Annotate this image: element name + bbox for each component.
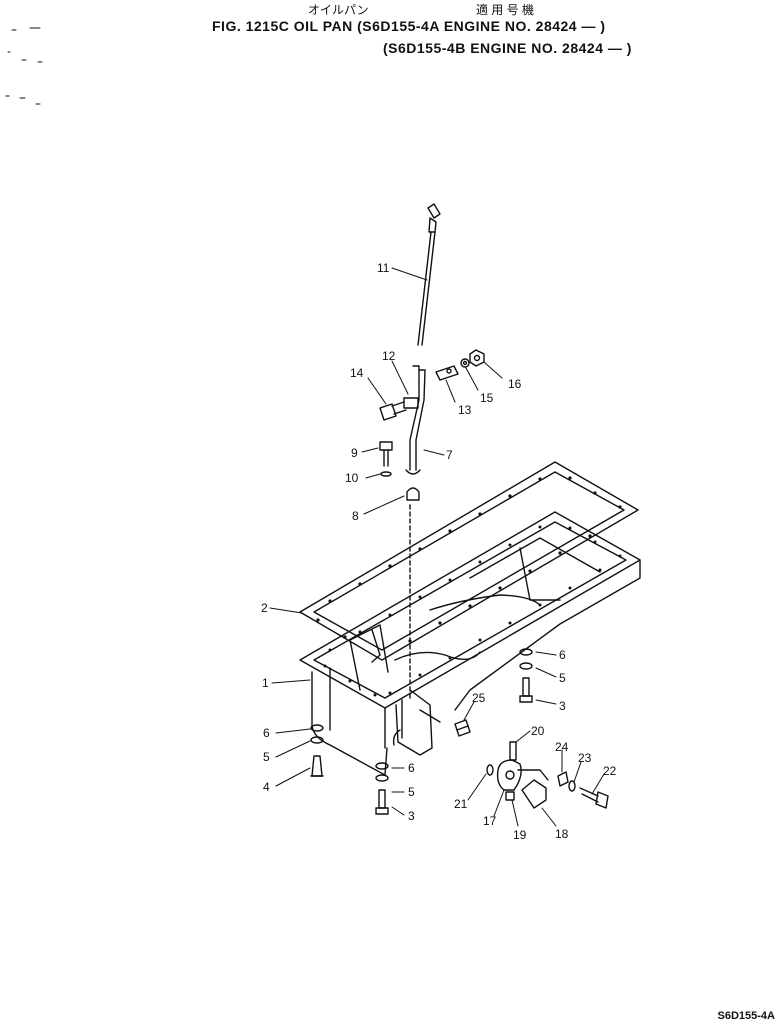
bolt-4 (310, 755, 324, 777)
washer-23 (568, 780, 576, 792)
washer-6-lower (375, 762, 389, 770)
bolt-3-lower (375, 789, 389, 815)
callout-11: 11 (377, 261, 390, 275)
washer (460, 358, 470, 368)
callout-3-right: 3 (559, 699, 566, 713)
callout-21: 21 (454, 797, 468, 811)
washer-6-left (310, 724, 324, 732)
plug-19 (505, 791, 515, 801)
callout-6-left: 6 (263, 726, 270, 740)
callout-3-lower: 3 (408, 809, 415, 823)
callout-14: 14 (350, 366, 364, 380)
callout-22: 22 (603, 764, 617, 778)
japanese-applicable-label: 適 用 号 機 (476, 3, 535, 17)
callout-1: 1 (262, 676, 269, 690)
oil-pan-gasket (299, 461, 639, 661)
nut (469, 349, 485, 367)
part-callouts: 11 12 14 13 15 16 9 10 7 8 2 1 6 5 4 6 5… (261, 261, 617, 842)
callout-6-lower: 6 (408, 761, 415, 775)
callout-12: 12 (382, 349, 396, 363)
washer-5-lower (375, 774, 389, 782)
plug-25 (454, 719, 471, 737)
callout-15: 15 (480, 391, 494, 405)
guide-tube (403, 365, 426, 501)
figure-title: FIG. 1215C OIL PAN (S6D155-4A ENGINE NO.… (212, 18, 606, 34)
leader-lines (269, 267, 605, 827)
callout-2: 2 (261, 601, 268, 615)
o-ring-21 (486, 764, 494, 776)
bolt-22 (579, 787, 609, 809)
callout-5-left: 5 (263, 750, 270, 764)
callout-5-right: 5 (559, 671, 566, 685)
callout-7: 7 (446, 448, 453, 462)
callout-25: 25 (472, 691, 486, 705)
washer-24 (557, 771, 569, 787)
callout-8: 8 (352, 509, 359, 523)
callout-13: 13 (458, 403, 472, 417)
scan-speckles (5, 27, 43, 105)
drain-cover-17 (496, 759, 522, 791)
clamp (435, 365, 459, 381)
dipstick (417, 203, 441, 346)
callout-17: 17 (483, 814, 497, 828)
callout-16: 16 (508, 377, 522, 391)
callout-9: 9 (351, 446, 358, 460)
washer-6-right (519, 648, 533, 656)
callout-19: 19 (513, 828, 527, 842)
japanese-title: オイルパン (308, 3, 369, 17)
model-code: S6D155-4A (717, 1010, 775, 1022)
oil-pan-body (299, 511, 641, 776)
callout-18: 18 (555, 827, 569, 841)
washer-5-right (519, 662, 533, 670)
callout-4: 4 (263, 780, 270, 794)
callout-23: 23 (578, 751, 592, 765)
callout-20: 20 (531, 724, 545, 738)
callout-5-lower: 5 (408, 785, 415, 799)
bolt-3-right (519, 677, 533, 703)
figure-subtitle: (S6D155-4B ENGINE NO. 28424 — ) (383, 40, 632, 56)
washer-5-left (310, 736, 324, 744)
bolt-20 (509, 741, 517, 761)
callout-6-right: 6 (559, 648, 566, 662)
bolt-14 (379, 401, 407, 421)
bolt-9 (379, 441, 393, 477)
callout-24: 24 (555, 740, 569, 754)
elbow-18 (517, 769, 549, 809)
callout-10: 10 (345, 471, 359, 485)
